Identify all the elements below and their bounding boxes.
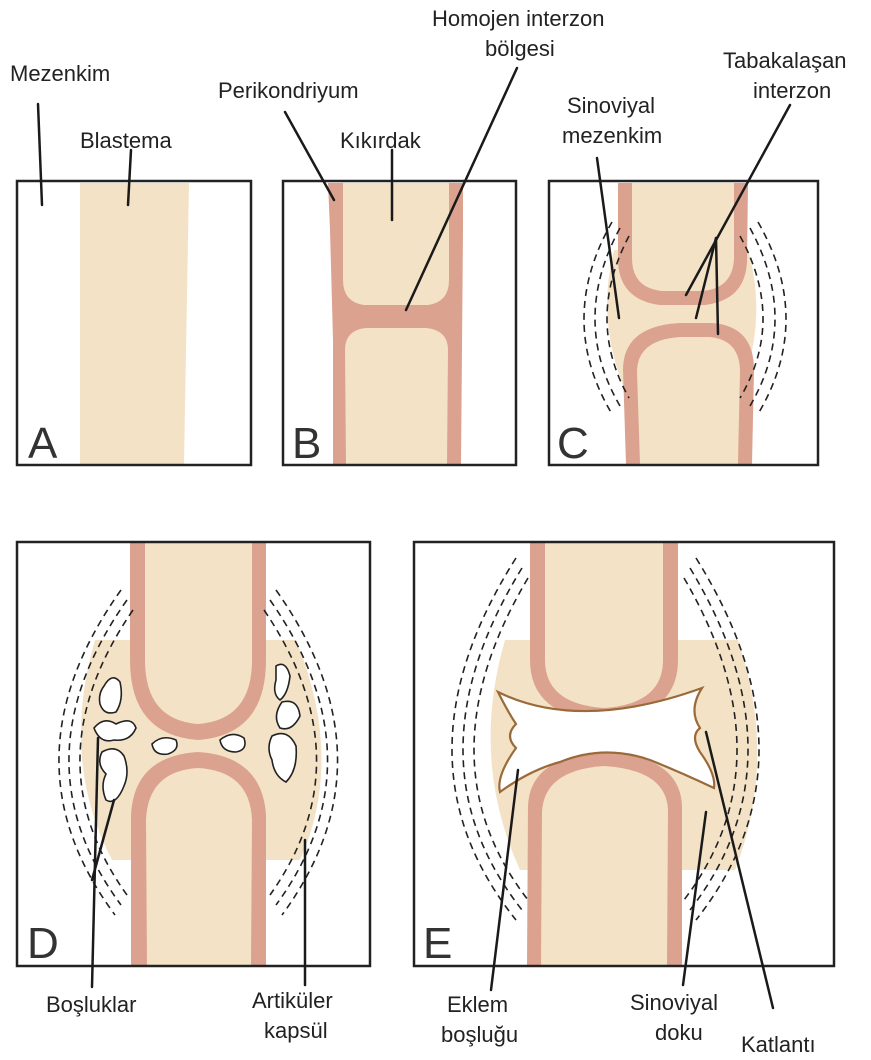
label-blastema: Blastema <box>80 128 172 153</box>
blastema-region <box>80 183 189 464</box>
leader-mezenkim <box>38 104 42 205</box>
panel-b: B <box>283 181 516 468</box>
lower-cartilage-b <box>345 328 448 464</box>
lower-cartilage-d <box>146 768 252 965</box>
label-artikuler-line1: Artiküler <box>252 988 333 1013</box>
panel-c: C <box>549 181 818 468</box>
label-sinoviyal-doku-line1: Sinoviyal <box>630 990 718 1015</box>
label-perikondriyum: Perikondriyum <box>218 78 359 103</box>
label-homojen-line1: Homojen interzon <box>432 6 604 31</box>
upper-cartilage-e <box>545 543 663 708</box>
label-sinoviyal-doku-line2: doku <box>655 1020 703 1045</box>
lower-cartilage-c <box>637 337 740 464</box>
panel-e: E <box>414 542 834 968</box>
panel-c-letter: C <box>557 419 589 468</box>
upper-cartilage-d <box>145 543 252 724</box>
panel-e-letter: E <box>423 919 452 968</box>
panel-a-letter: A <box>28 419 58 468</box>
leader-perikondriyum <box>285 112 334 200</box>
label-tabakalasan-line1: Tabakalaşan <box>723 48 847 73</box>
panel-d: D <box>17 542 370 968</box>
label-homojen-line2: bölgesi <box>485 36 555 61</box>
panel-a: A <box>17 181 251 468</box>
label-eklem-line2: boşluğu <box>441 1022 518 1047</box>
label-katlanti: Katlantı <box>741 1032 816 1057</box>
panel-d-letter: D <box>27 919 59 968</box>
label-mezenkim: Mezenkim <box>10 61 110 86</box>
label-sinoviyal-mezenkim-line1: Sinoviyal <box>567 93 655 118</box>
label-bosluklar: Boşluklar <box>46 992 136 1017</box>
label-sinoviyal-mezenkim-line2: mezenkim <box>562 123 662 148</box>
lower-cartilage-e <box>541 766 668 965</box>
label-kikirdak: Kıkırdak <box>340 128 422 153</box>
upper-cartilage-b <box>343 183 449 305</box>
label-eklem-line1: Eklem <box>447 992 508 1017</box>
panel-b-letter: B <box>292 419 321 468</box>
label-artikuler-line2: kapsül <box>264 1018 328 1043</box>
label-tabakalasan-line2: interzon <box>753 78 831 103</box>
